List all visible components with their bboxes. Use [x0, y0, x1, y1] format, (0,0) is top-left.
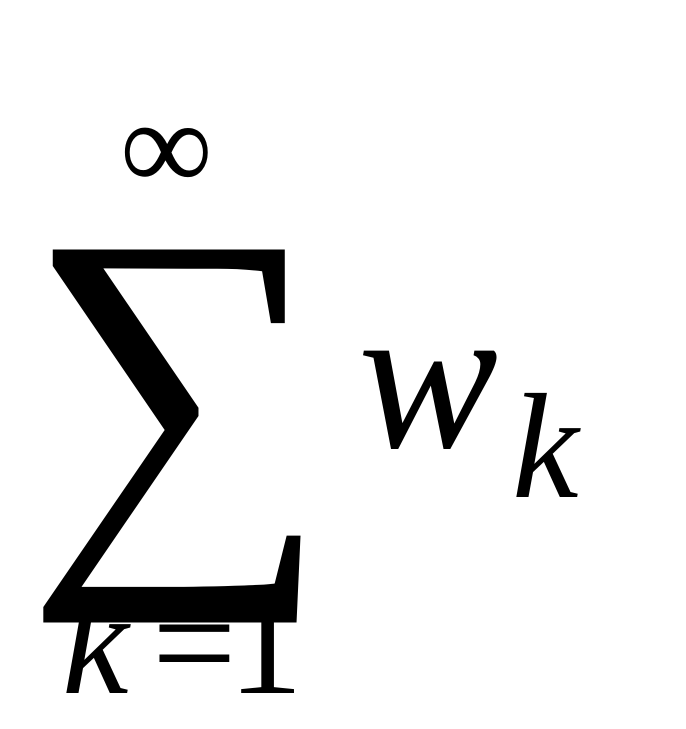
sum-lower-index: k — [62, 560, 129, 726]
sum-lower-equals: = — [152, 560, 237, 726]
summation-sigma: ∑ — [24, 149, 331, 625]
summand-term: w — [358, 261, 499, 493]
sum-upper-limit: ∞ — [120, 75, 213, 219]
summand-subscript: k — [512, 364, 579, 530]
sum-lower-start: 1 — [228, 560, 303, 726]
